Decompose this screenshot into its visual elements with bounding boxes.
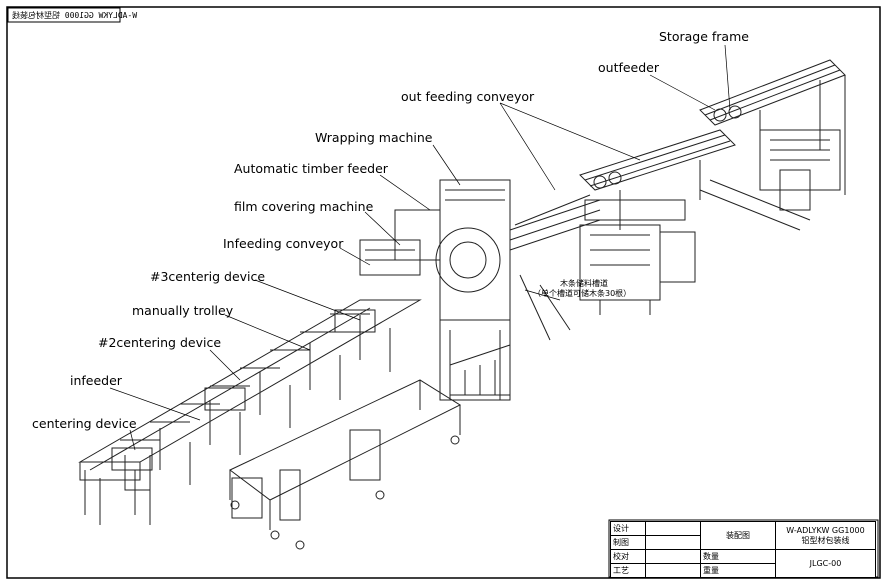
label-infeeder: infeeder (70, 373, 122, 388)
label-film-covering-machine: film covering machine (234, 199, 374, 214)
leader-lines (109, 44, 731, 451)
label-infeeding-conveyor: Infeeding conveyor (223, 236, 344, 251)
tb-drawing-type: 装配图 (700, 521, 776, 550)
title-block: 设计 装配图 W-ADLYKW GG1000 铝型材包装线 制图 校对 数量 J… (610, 521, 876, 578)
tb-row-drawing: 制图 (610, 535, 646, 550)
machine-line (78, 59, 846, 550)
tb-row-design: 设计 (610, 521, 646, 536)
label-manually-trolley: manually trolley (132, 303, 234, 318)
header-box (7, 7, 121, 23)
tb-qty-label: 数量 (700, 549, 776, 564)
label-centering-device-3: #3centerig device (150, 269, 266, 284)
chinese-note-line1: 木条储料槽道 (560, 279, 608, 288)
label-wrapping-machine: Wrapping machine (315, 130, 433, 145)
tb-drawing-no: JLGC-00 (775, 549, 876, 578)
tb-name: 铝型材包装线 (801, 535, 850, 545)
mirrored-header: W-ADLYKW GG1000 铝型材包装线 (12, 11, 138, 20)
chinese-note-line2: （单个槽道可储木条30根） (533, 289, 632, 298)
tb-model-name: W-ADLYKW GG1000 铝型材包装线 (775, 521, 876, 550)
tb-row-process: 工艺 (610, 563, 646, 578)
tb-weight-label: 重量 (700, 563, 776, 578)
tb-model: W-ADLYKW GG1000 (786, 525, 865, 535)
tb-row-check: 校对 (610, 549, 646, 564)
label-storage-frame: Storage frame (659, 29, 749, 44)
label-centering-device: centering device (32, 416, 137, 431)
label-outfeeder: outfeeder (598, 60, 660, 75)
label-automatic-timber-feeder: Automatic timber feeder (234, 161, 388, 176)
label-out-feeding-conveyor: out feeding conveyor (401, 89, 535, 104)
label-centering-device-2: #2centering device (98, 335, 222, 350)
drawing-border (6, 6, 881, 579)
